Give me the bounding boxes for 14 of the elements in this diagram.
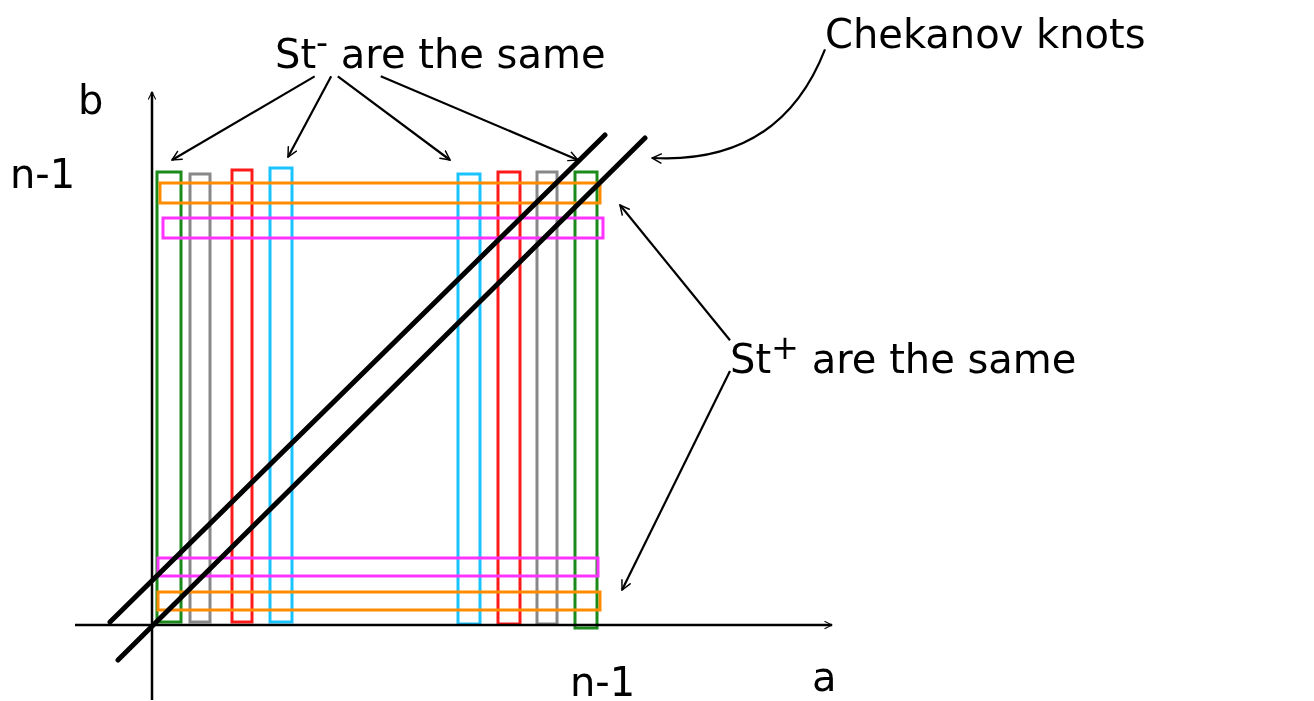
- arrow: [287, 75, 333, 158]
- arrow: [337, 75, 451, 161]
- arrow: [651, 48, 826, 164]
- arrow: [619, 204, 731, 341]
- tick-label: n-1: [10, 152, 76, 196]
- axis-label: b: [78, 78, 104, 122]
- arrow: [171, 75, 316, 161]
- arrow: [621, 370, 731, 591]
- tick-label: n-1: [570, 660, 636, 701]
- handwritten-note: St$^{+}$ are the same: [730, 330, 1077, 382]
- arrow: [380, 75, 579, 162]
- axis-label: a: [812, 655, 837, 699]
- handwritten-note: Chekanov knots: [825, 12, 1146, 56]
- handwritten-note: St$^{-}$ are the same: [275, 25, 606, 77]
